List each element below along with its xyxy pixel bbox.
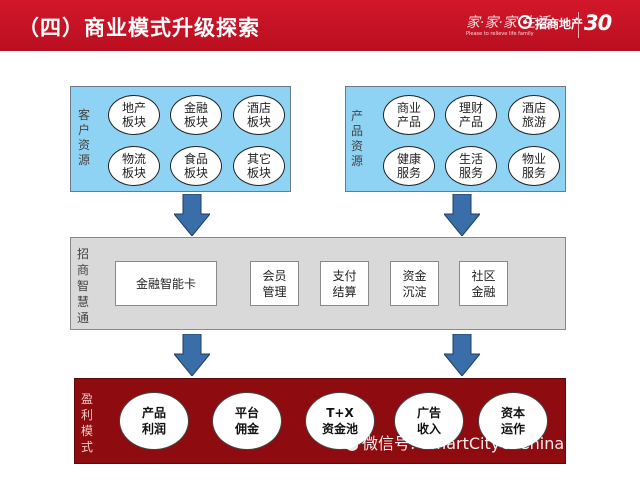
platform-item: 资金沉淀 xyxy=(390,261,439,306)
customer-item: 酒店板块 xyxy=(233,95,285,135)
product-item: 生活服务 xyxy=(445,146,497,186)
down-arrow-icon xyxy=(174,334,210,376)
customer-item: 地产板块 xyxy=(108,95,160,135)
product-item: 商业产品 xyxy=(383,95,435,135)
profit-item: 平台佣金 xyxy=(212,392,282,450)
down-arrow-icon xyxy=(444,334,480,376)
product-item: 健康服务 xyxy=(383,146,435,186)
profit-model-label: 盈利模式 xyxy=(80,392,93,454)
watermark: 微信号: SmartCityOfChina xyxy=(338,430,564,454)
down-arrow-icon xyxy=(444,194,480,236)
product-item: 物业服务 xyxy=(508,146,560,186)
customer-resources-box: 客户资源 地产板块 金融板块 酒店板块 物流板块 食品板块 其它板块 xyxy=(70,86,291,192)
product-resources-box: 产品资源 商业产品 理财产品 酒店旅游 健康服务 生活服务 物业服务 xyxy=(345,86,566,192)
customer-item: 食品板块 xyxy=(170,146,222,186)
customer-item: 物流板块 xyxy=(108,146,160,186)
wechat-icon xyxy=(338,435,358,451)
product-resources-label: 产品资源 xyxy=(350,109,363,168)
product-item: 酒店旅游 xyxy=(508,95,560,135)
customer-item: 其它板块 xyxy=(233,146,285,186)
watermark-text: 微信号: SmartCityOfChina xyxy=(362,434,565,453)
logo-tagline: Please to relieve life family xyxy=(466,31,534,37)
anniversary-badge: 30 xyxy=(584,11,612,35)
platform-item: 支付结算 xyxy=(320,261,369,306)
profit-item: 资本运作 xyxy=(478,392,548,450)
product-item: 理财产品 xyxy=(445,95,497,135)
brand-name: 招商地产 xyxy=(535,17,584,31)
profit-item: 广告收入 xyxy=(394,392,464,450)
brand-logo-icon xyxy=(518,15,532,29)
header-bar: （四）商业模式升级探索 家·家·家·生活 Please to relieve l… xyxy=(0,0,640,51)
platform-item: 会员管理 xyxy=(250,261,299,306)
header-divider xyxy=(578,12,579,38)
customer-item: 金融板块 xyxy=(170,95,222,135)
customer-resources-label: 客户资源 xyxy=(77,108,90,167)
platform-label: 招商智慧通 xyxy=(76,247,89,325)
profit-item: 产品利润 xyxy=(119,392,189,450)
page-title: （四）商业模式升级探索 xyxy=(18,16,260,40)
platform-item-card: 金融智能卡 xyxy=(115,261,217,306)
platform-box: 招商智慧通 金融智能卡 会员管理 支付结算 资金沉淀 社区金融 xyxy=(70,237,566,330)
down-arrow-icon xyxy=(174,194,210,236)
platform-item: 社区金融 xyxy=(459,261,508,306)
